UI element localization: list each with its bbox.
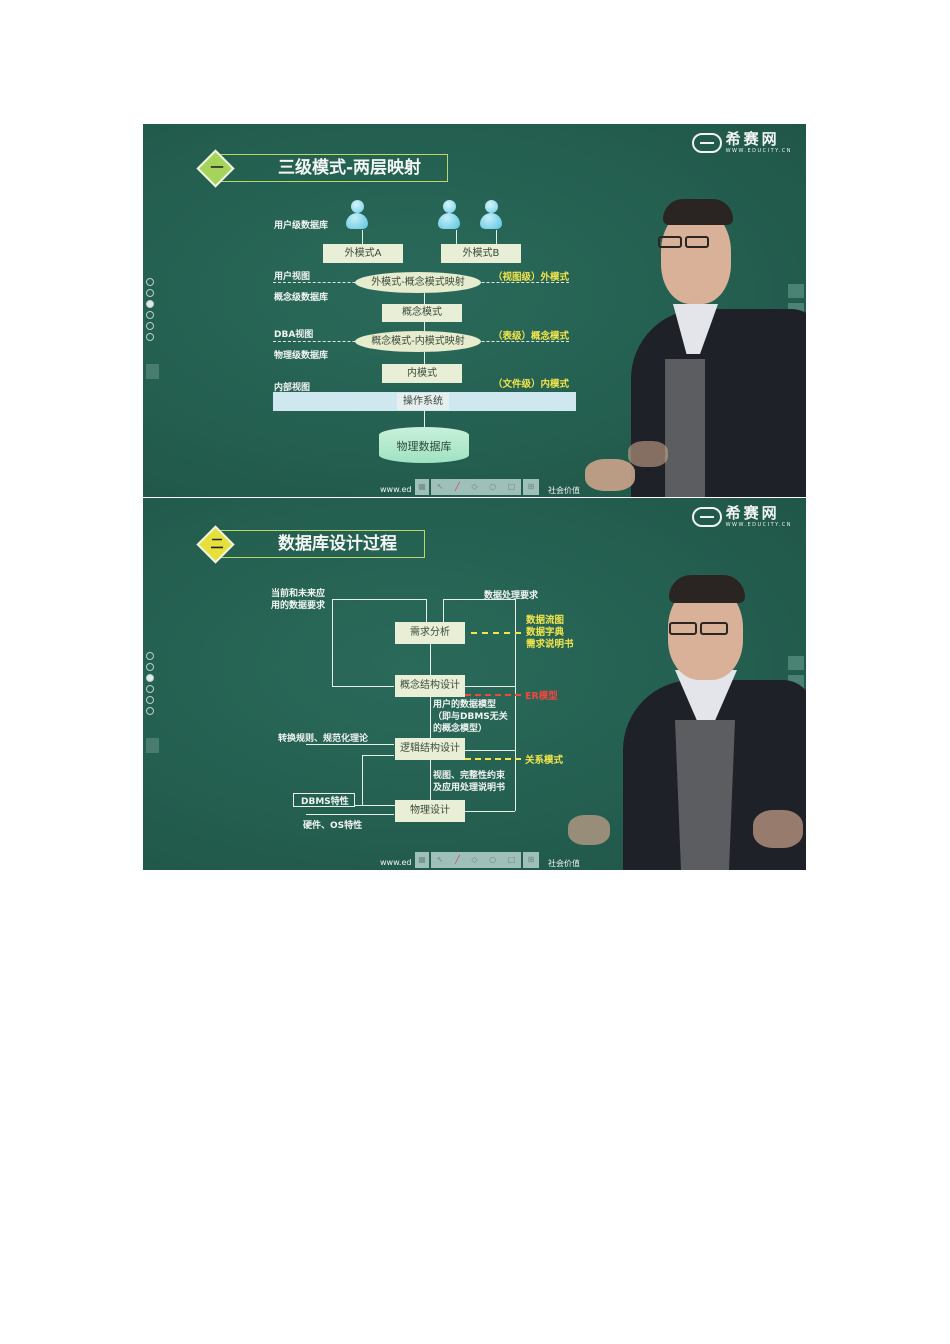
right-panel-button[interactable] (788, 284, 804, 298)
node-conceptual-schema: 概念模式 (382, 304, 462, 322)
label-internal-level: （文件级）内模式 (493, 379, 570, 390)
side-expand-button[interactable] (146, 738, 159, 753)
lecture-video-frame-1: 希赛网 WWW.EDUCITY.CN 一 三级模式-两层映射 用户级数据库 用户… (143, 124, 806, 497)
dot-icon[interactable] (146, 652, 154, 660)
dot-icon[interactable] (146, 289, 154, 297)
step-requirements-analysis: 需求分析 (395, 622, 465, 644)
eraser-icon[interactable]: ◇ (471, 855, 478, 864)
dot-icon[interactable] (146, 707, 154, 715)
step-physical-design: 物理设计 (395, 800, 465, 822)
node-external-schema-a: 外模式A (323, 244, 403, 263)
presenter-video (563, 570, 806, 870)
annotation-views-constraints: 视图、完整性约束 及应用处理说明书 (433, 771, 506, 793)
dot-icon[interactable] (146, 663, 154, 671)
label-user-view: 用户视图 (274, 272, 311, 282)
educity-logo: 希赛网 WWW.EDUCITY.CN (691, 130, 792, 154)
dot-icon[interactable] (146, 333, 154, 341)
node-internal-schema: 内模式 (382, 364, 462, 383)
pen-mode-icon[interactable] (146, 674, 154, 682)
slide-title: 三级模式-两层映射 (278, 158, 422, 178)
pointer-icon[interactable]: ↖ (436, 482, 444, 491)
pointer-icon[interactable]: ↖ (436, 855, 444, 864)
label-internal-view: 内部视图 (274, 383, 311, 393)
logo-e-icon (691, 507, 722, 527)
input-dbms-features: DBMS特性 (301, 797, 349, 807)
pen-icon[interactable]: ╱ (455, 482, 460, 491)
grid-icon[interactable]: ▦ (415, 852, 429, 868)
footer-url: www.ed (380, 858, 412, 867)
dbms-features-box (293, 793, 355, 807)
label-external-level: （视图级）外模式 (493, 272, 570, 283)
dot-icon[interactable] (146, 322, 154, 330)
output-er-model: ER模型 (525, 691, 558, 702)
comment-icon[interactable]: □ (507, 855, 516, 864)
screen-icon[interactable]: ⊞ (523, 479, 539, 495)
user-icon (438, 200, 460, 230)
screen-icon[interactable]: ⊞ (523, 852, 539, 868)
slide-title: 数据库设计过程 (278, 534, 397, 554)
presenter-video (573, 189, 806, 497)
user-icon (346, 200, 368, 230)
logo-e-icon (691, 133, 722, 153)
output-req-docs: 数据流图 数据字典 需求说明书 (526, 615, 574, 650)
dot-icon[interactable] (146, 696, 154, 704)
input-transformation-rules: 转换规则、规范化理论 (278, 734, 369, 744)
node-physical-database: 物理数据库 (379, 427, 469, 463)
footer-url: www.ed (380, 485, 412, 494)
node-concept-internal-mapping: 概念模式-内模式映射 (355, 331, 481, 352)
side-control-strip (145, 276, 159, 344)
label-conceptual-level: （表级）概念模式 (493, 331, 570, 342)
side-expand-button[interactable] (146, 364, 159, 379)
section-number: 一 (210, 161, 224, 176)
dot-icon[interactable] (146, 311, 154, 319)
logo-en-text: WWW.EDUCITY.CN (725, 148, 792, 154)
node-ext-concept-mapping: 外模式-概念模式映射 (355, 272, 481, 293)
annotation-toolbar: ▦ ↖ ╱ ◇ ○ □ ⊞ (415, 479, 539, 495)
pen-mode-icon[interactable] (146, 300, 154, 308)
input-data-processing: 数据处理要求 (484, 591, 539, 601)
section-number: 二 (210, 537, 224, 552)
node-external-schema-b: 外模式B (441, 244, 521, 263)
logo-cn-text: 希赛网 (725, 504, 780, 522)
dot-icon[interactable] (146, 685, 154, 693)
annotation-user-data-model: 用户的数据模型 （即与DBMS无关 的概念模型） (433, 700, 508, 734)
footer-slogan: 社会价值 (548, 486, 580, 495)
comment-icon[interactable]: □ (507, 482, 516, 491)
grid-icon[interactable]: ▦ (415, 479, 429, 495)
side-control-strip (145, 650, 159, 718)
step-conceptual-design: 概念结构设计 (395, 675, 465, 697)
input-hardware-os: 硬件、OS特性 (303, 821, 363, 831)
footer-slogan: 社会价值 (548, 859, 580, 868)
dot-icon[interactable] (146, 278, 154, 286)
right-panel-button[interactable] (788, 656, 804, 670)
label-physical-db: 物理级数据库 (274, 351, 329, 361)
logo-cn-text: 希赛网 (725, 130, 780, 148)
educity-logo: 希赛网 WWW.EDUCITY.CN (691, 504, 792, 528)
logo-en-text: WWW.EDUCITY.CN (725, 522, 792, 528)
eraser-icon[interactable]: ◇ (471, 482, 478, 491)
step-logical-design: 逻辑结构设计 (395, 738, 465, 760)
input-current-future-data: 当前和未来应 用的数据要求 (271, 589, 326, 611)
lecture-video-frame-2: 希赛网 WWW.EDUCITY.CN 二 数据库设计过程 当前和未来应 用的数据… (143, 498, 806, 870)
label-concept-db: 概念级数据库 (274, 293, 329, 303)
annotation-toolbar: ▦ ↖ ╱ ◇ ○ □ ⊞ (415, 852, 539, 868)
zoom-icon[interactable]: ○ (489, 855, 497, 864)
node-operating-system: 操作系统 (397, 393, 449, 410)
output-relational-schema: 关系模式 (525, 755, 564, 766)
user-icon (480, 200, 502, 230)
label-dba-view: DBA视图 (274, 330, 314, 340)
label-user-db: 用户级数据库 (274, 221, 329, 231)
pen-icon[interactable]: ╱ (455, 855, 460, 864)
zoom-icon[interactable]: ○ (489, 482, 497, 491)
